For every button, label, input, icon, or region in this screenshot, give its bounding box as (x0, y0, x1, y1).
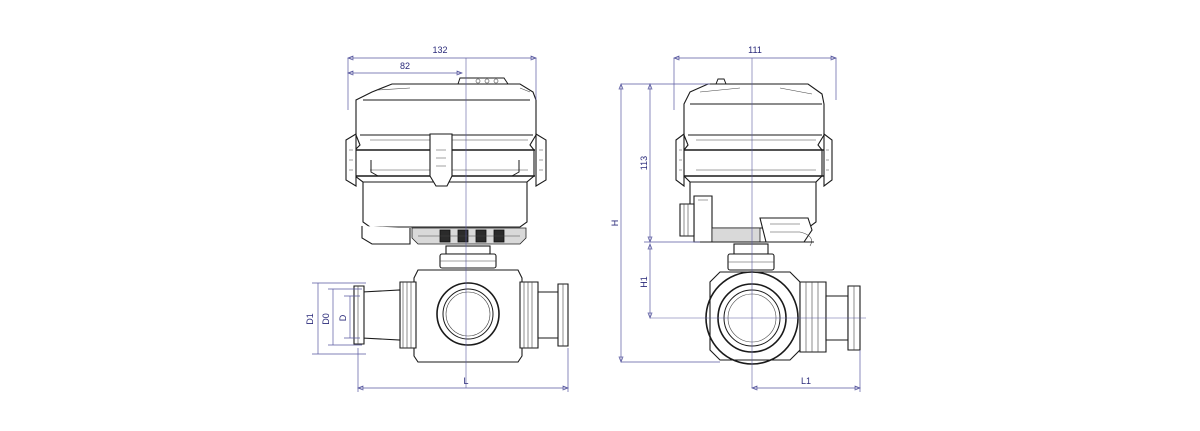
side-valve-body (705, 271, 861, 365)
front-actuator (345, 77, 547, 245)
dim-D-label: D (338, 314, 348, 321)
dim-diameters: D1 D0 D (305, 282, 366, 355)
dim-D0-label: D0 (321, 313, 331, 325)
front-valve-body (353, 269, 569, 363)
dim-H1-label: H1 (639, 276, 649, 288)
dim-H: H (610, 83, 720, 363)
dim-111: 111 (673, 45, 837, 110)
dim-82: 82 (347, 61, 463, 76)
front-view: 132 82 D1 D0 D L (305, 45, 569, 392)
front-valve-neck (439, 245, 497, 269)
dim-H1: H1 (639, 243, 653, 319)
dim-L-label: L (463, 376, 468, 386)
dim-H-label: H (610, 220, 620, 227)
side-valve-neck (727, 243, 775, 271)
side-actuator (675, 78, 833, 247)
dim-D1-label: D1 (305, 313, 315, 325)
dim-L1-label: L1 (801, 376, 811, 386)
side-view: 111 H 113 H1 L1 (610, 45, 866, 392)
dim-113: 113 (639, 83, 700, 243)
dim-132-label: 132 (432, 45, 447, 55)
dim-L1: L1 (751, 350, 861, 392)
dim-111-label: 111 (748, 45, 762, 55)
dim-82-label: 82 (400, 61, 410, 71)
dim-132: 132 (347, 45, 537, 110)
dim-113-label: 113 (639, 156, 649, 170)
dim-L: L (357, 348, 569, 392)
